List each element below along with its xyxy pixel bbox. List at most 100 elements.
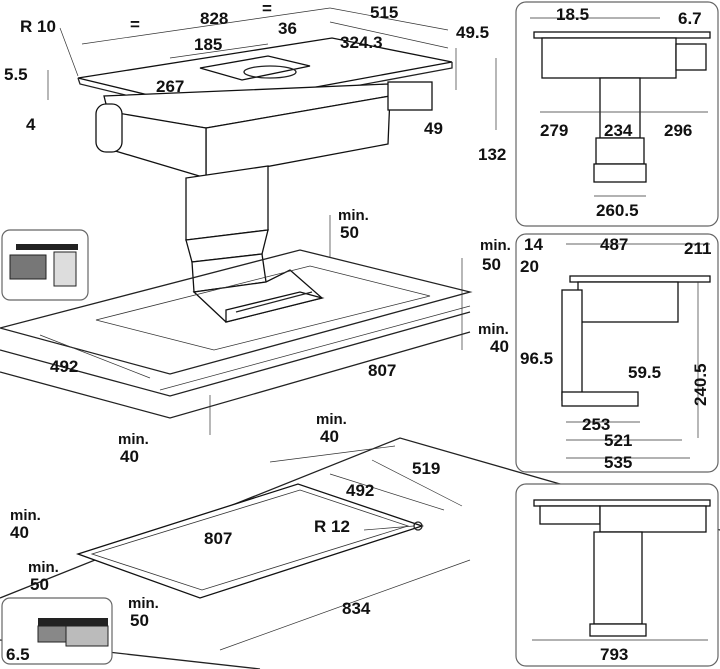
label-185: 185	[194, 35, 222, 54]
label-807: 807	[368, 361, 396, 380]
label-515: 515	[370, 3, 398, 22]
flush-outer-cut	[75, 483, 425, 599]
label-flush-min-left-val: 40	[10, 523, 29, 542]
label-cut-min-left-val: 40	[120, 447, 139, 466]
label-p2-14: 14	[524, 235, 543, 254]
label-p2-487: 487	[600, 235, 628, 254]
label-flush-492: 492	[346, 481, 374, 500]
label-p2-965: 96.5	[520, 349, 553, 368]
dim-185	[169, 43, 269, 59]
counter-top-outline	[0, 249, 473, 375]
legend2-left-block	[37, 625, 69, 643]
side-panel-2	[515, 233, 719, 473]
p1-duct-end	[593, 163, 647, 183]
p3-duct	[593, 531, 643, 625]
label-cut-min-front: min.	[338, 207, 369, 224]
side-panel-1	[515, 1, 719, 227]
vent-knob	[243, 65, 297, 79]
label-36: 36	[278, 19, 297, 38]
label-267: 267	[156, 77, 184, 96]
p1-body	[541, 37, 677, 79]
legend2-right-block	[65, 625, 109, 647]
label-p1-2605: 260.5	[596, 201, 639, 220]
label-p1-296: 296	[664, 121, 692, 140]
p3-left-box	[539, 505, 601, 525]
top-dimension-lines	[47, 7, 497, 130]
p3-glass	[533, 499, 711, 507]
p1-connector	[675, 43, 707, 71]
label-519: 519	[412, 459, 440, 478]
label-p3-793: 793	[600, 645, 628, 664]
dim-807-line	[159, 305, 471, 391]
motor-box	[95, 103, 123, 153]
dim-828	[81, 7, 331, 45]
label-r12: R 12	[314, 517, 350, 536]
label-cut-min-back-val: 40	[490, 337, 509, 356]
vent-opening	[199, 55, 311, 81]
p1-duct-lower	[595, 137, 645, 165]
r10-leader	[59, 27, 79, 77]
label-flush-807: 807	[204, 529, 232, 548]
right-connector	[387, 81, 433, 111]
label-cut-min-front-val: 50	[340, 223, 359, 242]
legend2-top-bar	[38, 618, 108, 626]
label-eq-left: =	[130, 15, 140, 34]
counter-front-edge	[0, 311, 471, 397]
legend-icon-overlay	[1, 229, 89, 301]
label-flush-min-left: min.	[10, 507, 41, 524]
flush-inner-cut	[90, 489, 410, 591]
label-p2-20: 20	[520, 257, 539, 276]
p2-duct-horizontal	[561, 391, 639, 407]
flush-min40-line	[269, 445, 396, 463]
label-p2-521: 521	[604, 431, 632, 450]
label-cut-min-left: min.	[118, 431, 149, 448]
label-4: 4	[26, 115, 36, 134]
label-flush-min-top-val: 40	[320, 427, 339, 446]
horizontal-duct-end	[225, 291, 325, 323]
p1-glass	[533, 31, 711, 39]
label-p1-234: 234	[604, 121, 633, 140]
vertical-duct	[185, 165, 269, 241]
label-flush-min-left2: min.	[28, 559, 59, 576]
r12-leader	[363, 525, 415, 531]
label-cut-min-right: min.	[480, 237, 511, 254]
label-492: 492	[50, 357, 78, 376]
label-flush-min-bottom: min.	[128, 595, 159, 612]
legend-icon-overlay-2	[1, 597, 113, 665]
label-flush-min-bottom-val: 50	[130, 611, 149, 630]
legend-left-block	[9, 254, 47, 280]
label-65: 6.5	[6, 645, 30, 664]
label-834: 834	[342, 599, 371, 618]
horizontal-duct-top	[192, 269, 324, 323]
hob-perspective-drawing	[77, 37, 453, 323]
flush-492-line	[329, 473, 445, 511]
label-495: 49.5	[456, 23, 489, 42]
label-cut-min-back: min.	[478, 321, 509, 338]
counter-bottom-edge	[0, 331, 471, 419]
legend-right-block	[53, 251, 77, 287]
p2-glass	[569, 275, 711, 283]
label-55: 5.5	[4, 65, 28, 84]
countertop-1	[0, 215, 473, 435]
p2-duct	[561, 289, 583, 401]
label-49: 49	[424, 119, 443, 138]
flush-519-line	[371, 459, 463, 507]
label-p2-211: 211	[684, 239, 711, 258]
label-828: 828	[200, 9, 228, 28]
label-flush-min-top: min.	[316, 411, 347, 428]
dim-492-line	[39, 334, 151, 379]
label-cut-min-right-val: 50	[482, 255, 501, 274]
side-panel-3	[515, 483, 719, 667]
label-p1-67: 6.7	[678, 9, 702, 28]
cutout-outline	[95, 265, 431, 351]
legend-top-bar	[16, 244, 78, 250]
label-p2-595: 59.5	[628, 363, 661, 382]
label-r10: R 10	[20, 17, 56, 36]
label-p2-535: 535	[604, 453, 632, 472]
duct-seam	[235, 291, 313, 313]
p2-body	[577, 281, 679, 323]
label-p1-185: 18.5	[556, 5, 589, 24]
label-p2-2405: 240.5	[691, 363, 710, 406]
